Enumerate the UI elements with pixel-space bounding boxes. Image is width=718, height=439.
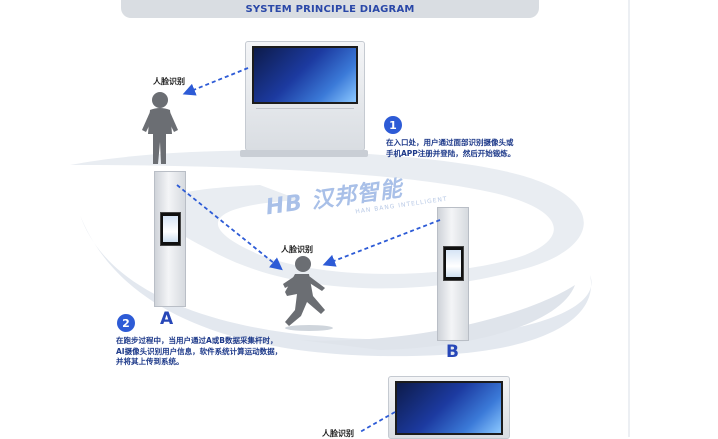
face-recognition-label-bottom: 人脸识别 xyxy=(322,429,354,438)
data-pillar-b xyxy=(437,207,469,341)
step-1-badge: 1 xyxy=(384,116,402,134)
registration-kiosk-top xyxy=(245,41,365,151)
step-1-description: 在入口处，用户通过面部识别摄像头或 手机APP注册并登陆，然后开始锻炼。 xyxy=(386,138,515,159)
pillar-b-label: B xyxy=(446,342,459,362)
step-2-badge: 2 xyxy=(117,314,135,332)
kiosk-screen xyxy=(395,381,503,435)
pillar-screen xyxy=(160,212,181,246)
step-2-description: 在跑步过程中，当用户通过A或B数据采集杆时， AI摄像头识别用户信息，软件系统计… xyxy=(116,336,282,368)
face-recognition-label-center: 人脸识别 xyxy=(281,245,313,254)
step-1-line-1: 在入口处，用户通过面部识别摄像头或 xyxy=(386,138,514,147)
person-standing-icon xyxy=(142,92,178,164)
registration-kiosk-bottom xyxy=(388,376,510,439)
person-running-icon xyxy=(283,256,333,331)
pillar-a-label: A xyxy=(160,309,174,329)
kiosk-screen xyxy=(252,46,358,104)
arrow-kiosk-to-person xyxy=(182,67,249,96)
kiosk-base-top xyxy=(240,150,368,157)
step-1-line-2: 手机APP注册并登陆，然后开始锻炼。 xyxy=(386,148,516,158)
arrow-pillar-a-to-runner xyxy=(176,184,283,271)
arrow-bottom-kiosk xyxy=(359,411,396,433)
step-2-line-1: 在跑步过程中，当用户通过A或B数据采集杆时， xyxy=(116,336,278,345)
step-2-line-3: 并将其上传到系统。 xyxy=(116,357,184,366)
arrow-pillar-b-to-runner xyxy=(322,219,441,267)
edge-line xyxy=(628,0,630,437)
face-recognition-label-top: 人脸识别 xyxy=(153,77,185,86)
kiosk-panel xyxy=(256,108,354,123)
header-title: SYSTEM PRINCIPLE DIAGRAM xyxy=(245,3,415,15)
step-2-line-2: AI摄像头识别用户信息，软件系统计算运动数据， xyxy=(116,346,283,356)
diagram-header: SYSTEM PRINCIPLE DIAGRAM xyxy=(121,0,539,18)
data-pillar-a xyxy=(154,171,186,307)
pillar-screen xyxy=(443,246,464,281)
